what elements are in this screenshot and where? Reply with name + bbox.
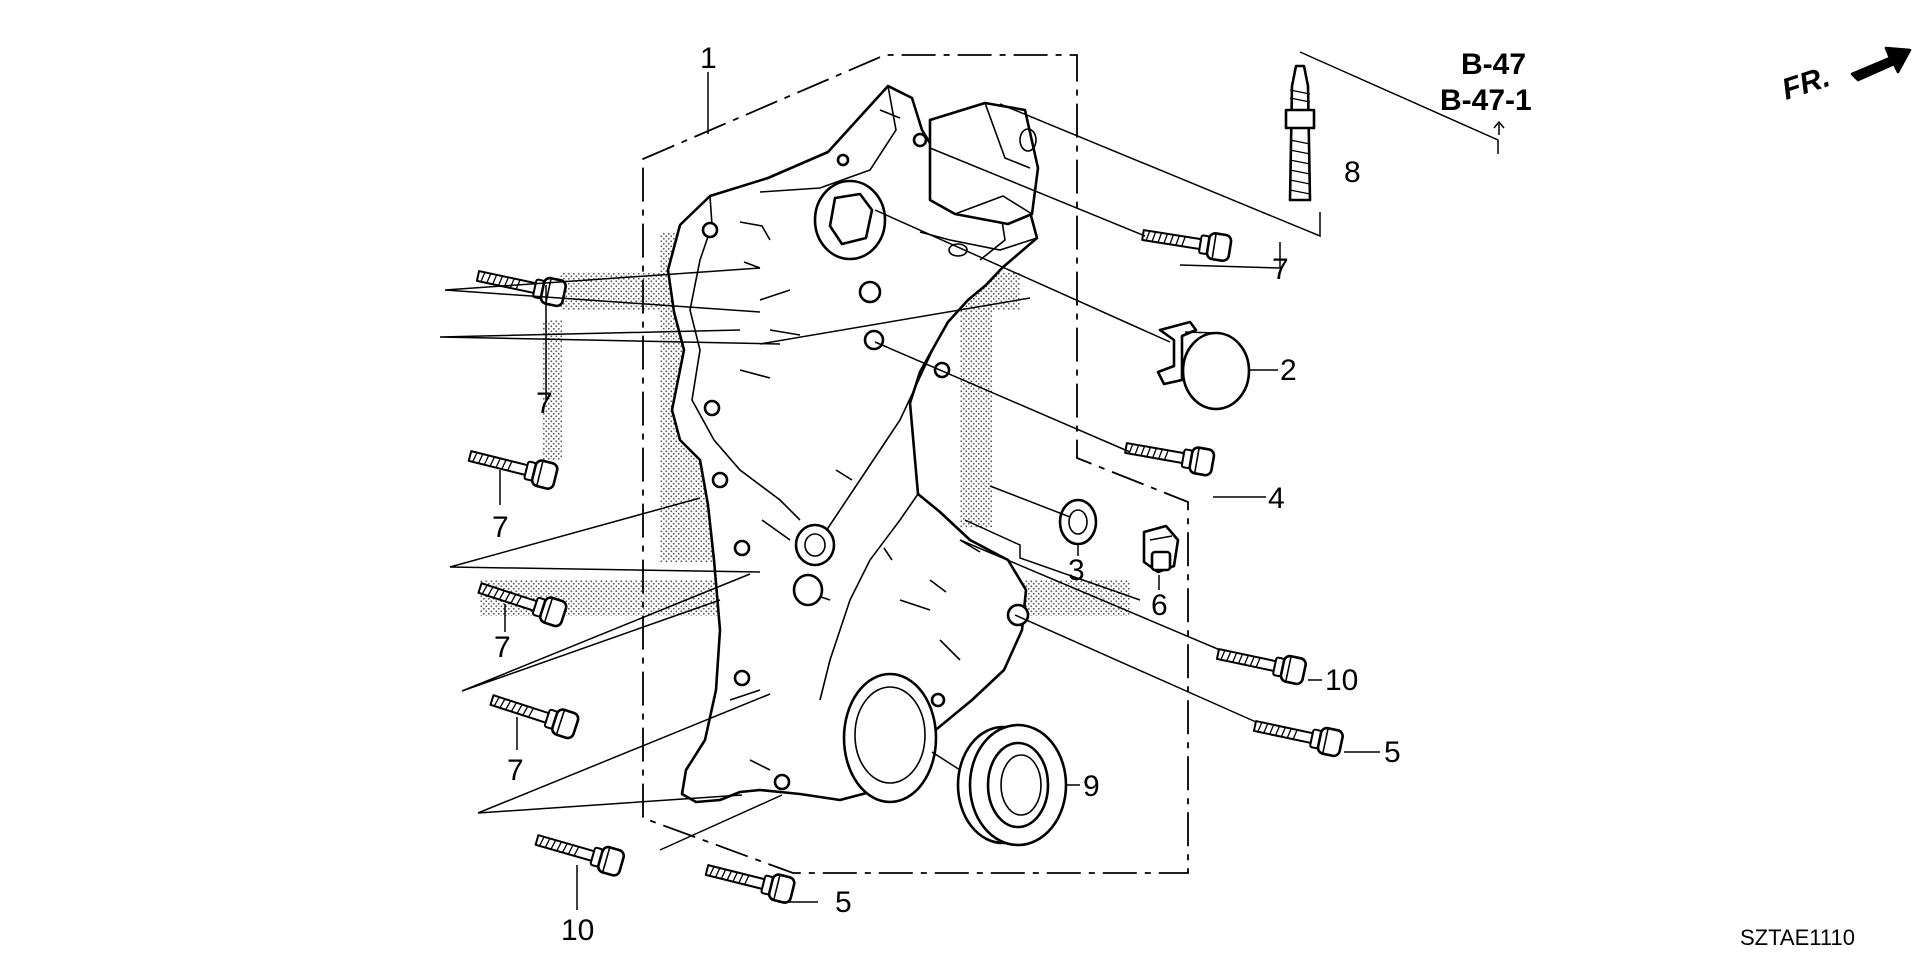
callout-7-left-1: 7 xyxy=(536,387,553,420)
bolt-4 xyxy=(1122,433,1217,478)
reference-b47-1: B-47-1 xyxy=(1440,84,1532,117)
callout-2: 2 xyxy=(1280,354,1297,387)
assembly-boundary-line xyxy=(642,54,1189,874)
bolt-5-right xyxy=(1250,711,1346,759)
callout-3: 3 xyxy=(1068,554,1085,587)
chain-case-cover xyxy=(666,84,1039,804)
callout-10-bottom: 10 xyxy=(561,914,594,947)
reference-arrow xyxy=(1493,120,1505,135)
upper-mount-bracket xyxy=(928,101,1040,257)
stud-bolt xyxy=(1284,64,1316,202)
callout-7-top-right: 7 xyxy=(1272,253,1289,286)
diagram-code: SZTAE1110 xyxy=(1740,925,1855,950)
callout-1: 1 xyxy=(700,42,717,75)
drain-plug xyxy=(1142,524,1180,574)
sealing-washer xyxy=(1058,498,1098,546)
callout-5-right: 5 xyxy=(1384,736,1401,769)
callout-6: 6 xyxy=(1151,589,1168,622)
callout-5-bottom: 5 xyxy=(835,886,852,919)
bolt-7-left-4 xyxy=(486,686,582,741)
reference-b47: B-47 xyxy=(1461,48,1526,81)
callout-4: 4 xyxy=(1268,482,1285,515)
bolt-5-bottom xyxy=(702,856,797,906)
front-direction-arrow: FR. xyxy=(1778,46,1912,107)
leader-lines xyxy=(439,51,1499,910)
plug-cap xyxy=(1156,320,1251,411)
bolt-10-right xyxy=(1213,639,1309,687)
front-indicator-label: FR. xyxy=(1778,60,1834,106)
callout-7-left-4: 7 xyxy=(507,754,524,787)
callout-10-right: 10 xyxy=(1325,664,1358,697)
callout-7-left-2: 7 xyxy=(492,511,509,544)
callout-9: 9 xyxy=(1083,770,1100,803)
bolt-10-bottom xyxy=(532,826,627,879)
callout-7-left-3: 7 xyxy=(494,631,511,664)
bolt-7-top-right xyxy=(1139,220,1234,263)
oil-seal xyxy=(956,723,1068,847)
callout-8: 8 xyxy=(1344,156,1361,189)
